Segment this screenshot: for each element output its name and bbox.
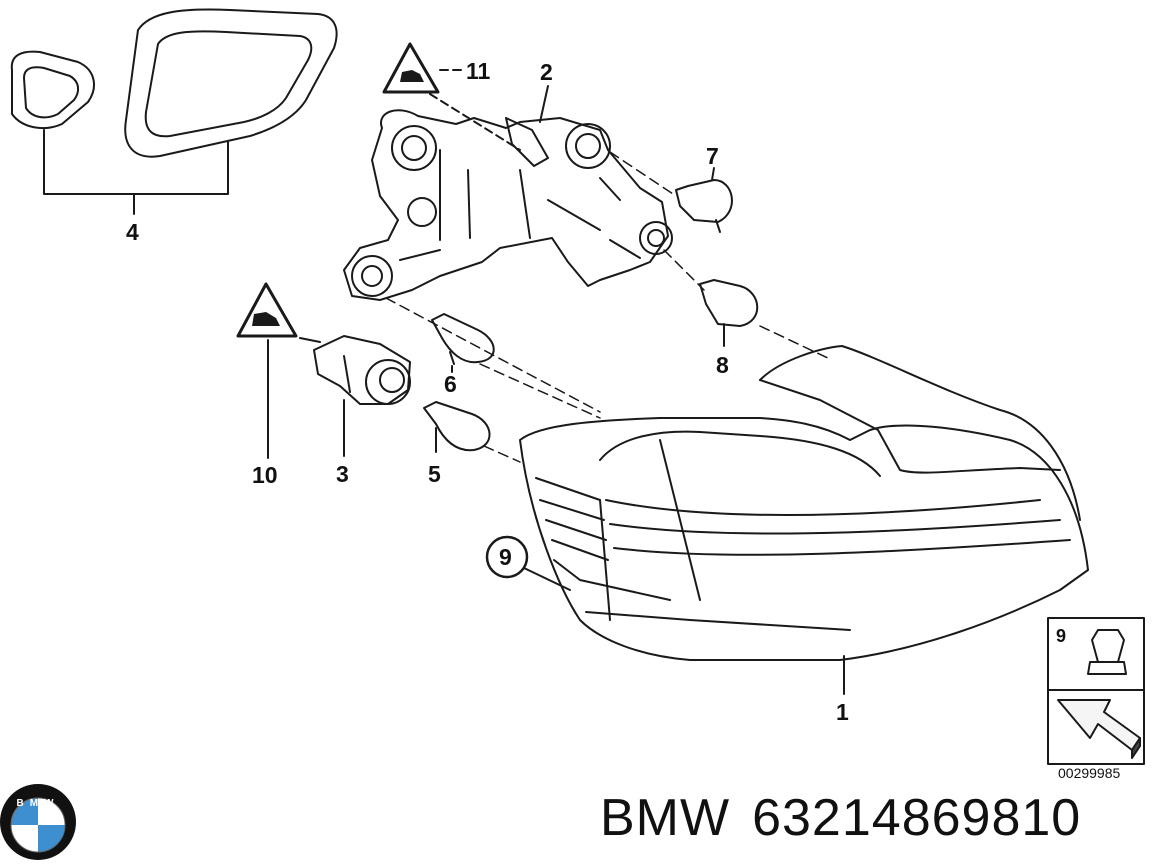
callout-9: 9 (499, 544, 512, 570)
leader-11 (429, 69, 521, 151)
bulb-5 (423, 401, 491, 453)
leader-2 (539, 85, 549, 123)
callout-10: 10 (252, 462, 278, 488)
brand-name: BMW (600, 789, 731, 847)
bulb-6 (431, 313, 495, 365)
callout-4: 4 (126, 219, 139, 245)
leader-7 (711, 167, 715, 181)
socket (313, 335, 411, 405)
callout-11: 11 (466, 58, 491, 84)
tail-light (519, 345, 1089, 661)
callout-circle-9 (485, 535, 529, 579)
hardware-box (1047, 617, 1145, 765)
assembly-lines (385, 151, 833, 463)
nut-icon (1087, 629, 1127, 675)
callout-6: 6 (444, 371, 457, 397)
diagram-id: 00299985 (1058, 765, 1121, 781)
callout-3: 3 (336, 461, 349, 487)
gasket-small (10, 50, 95, 130)
bulb-8 (699, 279, 759, 327)
callout-5: 5 (428, 461, 441, 487)
warning-triangle-10 (236, 282, 298, 338)
callout-2: 2 (540, 59, 553, 85)
leader-10 (267, 337, 321, 459)
callout-1: 1 (836, 699, 849, 725)
warning-triangle-11 (382, 42, 440, 94)
part-number: 63214869810 (752, 789, 1082, 847)
arrow-icon (1057, 699, 1141, 751)
svg-text:BMW: BMW (17, 798, 60, 809)
bulb-carrier (343, 109, 673, 301)
bmw-logo-icon: BMW (0, 784, 76, 860)
gasket-large (124, 8, 338, 158)
footer-title: BMW 63214869810 (600, 788, 1081, 848)
hardware-box-number: 9 (1056, 626, 1066, 646)
bulb-7 (675, 179, 733, 233)
callout-7: 7 (706, 143, 719, 169)
callout-8: 8 (716, 352, 729, 378)
leader-4 (43, 129, 229, 215)
leader-9 (523, 567, 571, 591)
